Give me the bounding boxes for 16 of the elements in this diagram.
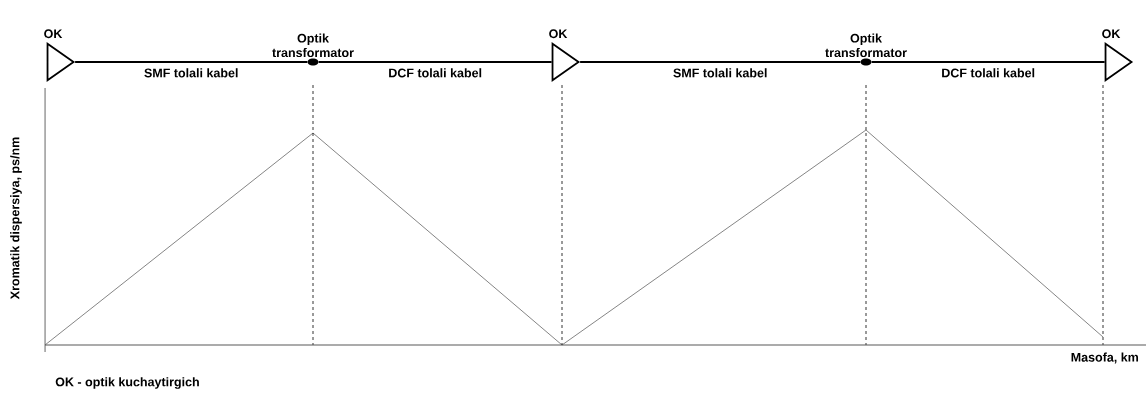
- fiber-line: [74, 61, 309, 63]
- axis-label: Masofa, km: [1071, 352, 1138, 364]
- node-label: Optik transformator: [272, 33, 354, 58]
- fiber-line: [579, 61, 862, 63]
- edge-label: SMF tolali kabel: [144, 68, 238, 78]
- node-label: OK: [549, 29, 568, 39]
- legend-note: OK - optik kuchaytirgich: [55, 377, 199, 389]
- axis-label: Xromatik dispersiya, ps/nm: [10, 137, 22, 300]
- edge-label: DCF tolali kabel: [389, 68, 482, 78]
- node-label: OK: [1102, 29, 1121, 39]
- node-label: OK: [44, 29, 63, 39]
- node-label: Optik transformator: [825, 33, 907, 58]
- edge-label: DCF tolali kabel: [942, 68, 1035, 78]
- fiber-line: [317, 61, 553, 63]
- edge-label: SMF tolali kabel: [673, 68, 767, 78]
- fiber-line: [870, 61, 1106, 63]
